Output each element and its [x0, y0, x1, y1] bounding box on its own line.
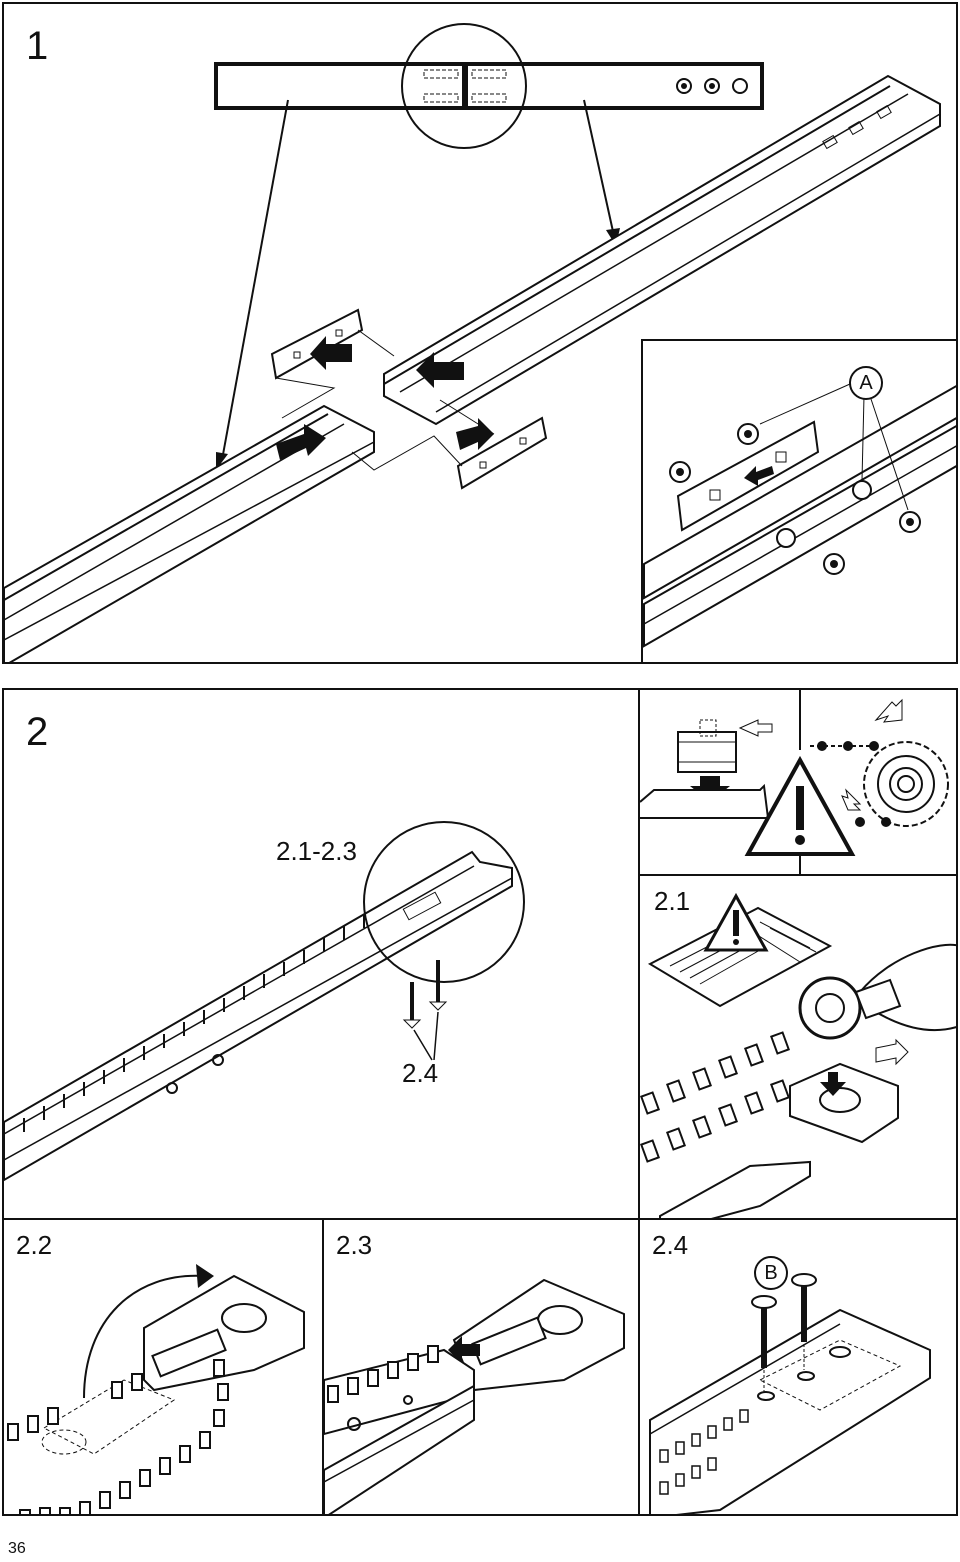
step-2-2-label: 2.2: [16, 1230, 53, 1260]
step-2-1-label: 2.1: [654, 886, 691, 916]
chain-placement-illustration: [7, 1264, 305, 1514]
callout-a: A: [849, 366, 883, 400]
warning-illustration: [640, 690, 949, 874]
step-1-panel: 1: [2, 2, 958, 664]
step-2-4-label: 2.4: [652, 1230, 689, 1260]
step-2-3-label: 2.3: [336, 1230, 373, 1260]
label-screws-2-4: 2.4: [402, 1058, 439, 1088]
step-1-number: 1: [26, 24, 49, 68]
rail-assembly-illustration: [4, 23, 956, 662]
step-2-1-panel: 2.1: [638, 874, 958, 1220]
step-2-4-panel: 2.4 B: [638, 1218, 958, 1516]
step-2-number: 2: [26, 710, 49, 754]
carriage-connect-illustration: [324, 1278, 625, 1514]
rail-with-chain-illustration: [4, 821, 525, 1182]
step-2-3-panel: 2.3: [322, 1218, 640, 1516]
screw-fixing-illustration: [649, 1273, 931, 1514]
callout-b: B: [754, 1256, 788, 1290]
step-2-2-panel: 2.2: [2, 1218, 324, 1516]
page-number: 36: [8, 1540, 26, 1557]
label-range-2-1-2-3: 2.1-2.3: [276, 836, 357, 866]
lubrication-illustration: [640, 892, 956, 1218]
step-2-panel: 2 2.1-2.3 2.4: [2, 688, 640, 1220]
warning-inset-panel: [638, 688, 958, 876]
